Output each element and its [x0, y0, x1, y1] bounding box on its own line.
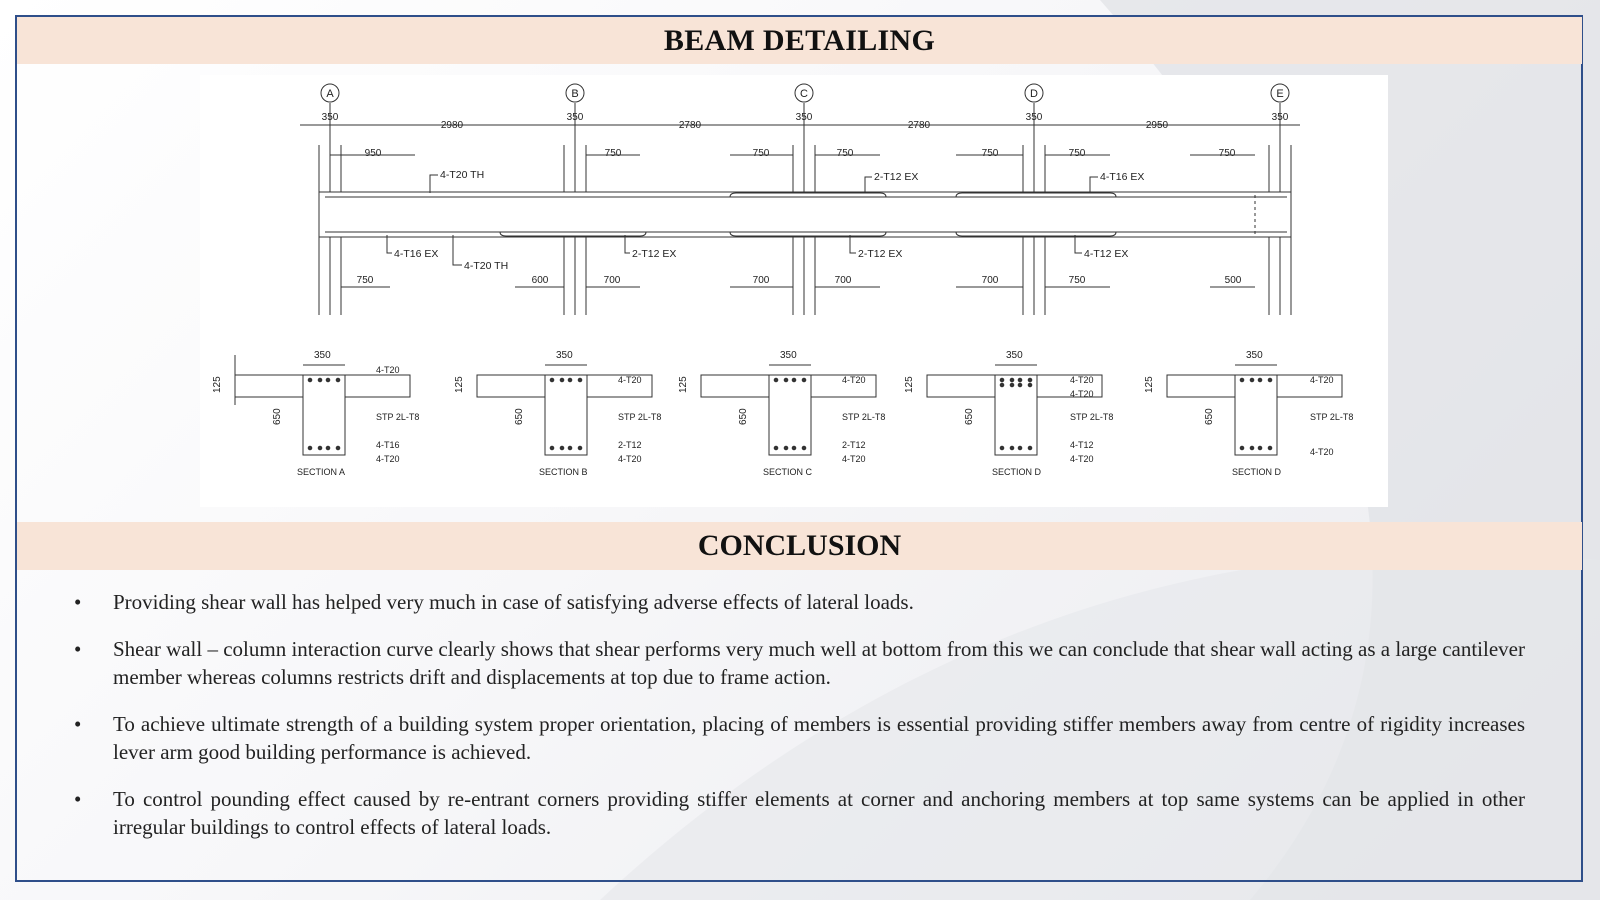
section-label: STP 2L-T8 — [1070, 412, 1113, 422]
dim-bottom-ext: 700 — [982, 275, 999, 286]
conclusion-item-text: To control pounding effect caused by re-… — [113, 787, 1525, 839]
dim-top-ext: 750 — [982, 148, 999, 159]
dim-span-cd: 2780 — [908, 120, 931, 131]
section-title: SECTION C — [763, 467, 813, 477]
section-label: 2-T12 — [842, 440, 866, 450]
conclusion-item-text: Shear wall – column interaction curve cl… — [113, 637, 1525, 689]
dim-bottom-ext: 750 — [357, 275, 374, 286]
dim-span-bc: 2780 — [679, 120, 702, 131]
section-dim-depth: 650 — [514, 408, 525, 425]
dim-bottom-ext: 500 — [1225, 275, 1242, 286]
section-dim-depth: 650 — [272, 408, 283, 425]
bar-label-top: 4-T20 TH — [440, 169, 484, 181]
section-dim-width: 350 — [780, 350, 797, 361]
conclusion-item: • Providing shear wall has helped very m… — [70, 588, 1525, 616]
section-label: 4-T20 — [1070, 389, 1094, 399]
section-label: 4-T12 — [1070, 440, 1094, 450]
conclusion-item: • To control pounding effect caused by r… — [70, 785, 1525, 841]
bar-label-top: 2-T12 EX — [874, 171, 918, 183]
dim-top-ext: 750 — [1069, 148, 1086, 159]
section-title: SECTION B — [539, 467, 588, 477]
section-label: STP 2L-T8 — [376, 412, 419, 422]
section-label: 4-T20 — [1310, 375, 1334, 385]
bar-label-bottom: 2-T12 EX — [632, 248, 676, 260]
dim-top-ext: 750 — [753, 148, 770, 159]
section-label: 4-T20 — [1070, 454, 1094, 464]
dim-top-ext: 750 — [605, 148, 622, 159]
bullet-icon: • — [74, 787, 82, 811]
dim-top-ext: 750 — [1219, 148, 1236, 159]
section-label: 4-T20 — [1310, 447, 1334, 457]
dim-bottom-ext: 750 — [1069, 275, 1086, 286]
grid-label-e: E — [1276, 88, 1283, 100]
dim-bottom-ext: 700 — [604, 275, 621, 286]
slide-frame — [15, 15, 1583, 882]
section-dim-slab: 125 — [212, 376, 223, 393]
section-label: 4-T20 — [618, 454, 642, 464]
section-dim-slab: 125 — [678, 376, 689, 393]
conclusion-item: • Shear wall – column interaction curve … — [70, 635, 1525, 691]
section-label: 2-T12 — [618, 440, 642, 450]
bar-label-bottom: 4-T12 EX — [1084, 248, 1128, 260]
dim-bottom-ext: 700 — [835, 275, 852, 286]
section-dim-depth: 650 — [964, 408, 975, 425]
bullet-icon: • — [74, 637, 82, 661]
dim-bottom-ext: 700 — [753, 275, 770, 286]
bar-label-bottom: 2-T12 EX — [858, 248, 902, 260]
beam-detailing-drawing: A B C D E 350 350 350 350 350 2980 2780 … — [200, 75, 1388, 507]
conclusion-item: • To achieve ultimate strength of a buil… — [70, 710, 1525, 766]
grid-label-c: C — [800, 88, 808, 100]
section-title: SECTION D — [992, 467, 1042, 477]
grid-label-a: A — [326, 88, 334, 100]
section-dim-width: 350 — [1246, 350, 1263, 361]
section-dim-slab: 125 — [1144, 376, 1155, 393]
bar-label-bottom: 4-T16 EX — [394, 248, 438, 260]
section-label: 4-T20 — [842, 375, 866, 385]
section-label: 4-T20 — [376, 454, 400, 464]
section-label: 4-T20 — [376, 365, 400, 375]
grid-label-b: B — [571, 88, 578, 100]
section-label: 4-T20 — [842, 454, 866, 464]
dim-column-a: 350 — [322, 112, 339, 123]
section-dim-width: 350 — [314, 350, 331, 361]
section-label: 4-T16 — [376, 440, 400, 450]
conclusion-item-text: To achieve ultimate strength of a buildi… — [113, 712, 1525, 764]
section-title: SECTION D — [1232, 467, 1282, 477]
dim-bottom-ext: 600 — [532, 275, 549, 286]
conclusion-heading: CONCLUSION — [17, 522, 1582, 570]
section-label: 4-T20 — [1070, 375, 1094, 385]
dim-column-b: 350 — [567, 112, 584, 123]
section-dim-depth: 650 — [1204, 408, 1215, 425]
section-label: STP 2L-T8 — [842, 412, 885, 422]
section-title: SECTION A — [297, 467, 345, 477]
section-label: STP 2L-T8 — [618, 412, 661, 422]
bar-label-bottom: 4-T20 TH — [464, 260, 508, 272]
bullet-icon: • — [74, 712, 82, 736]
dim-column-e: 350 — [1272, 112, 1289, 123]
bullet-icon: • — [74, 590, 82, 614]
section-label: 4-T20 — [618, 375, 642, 385]
conclusion-item-text: Providing shear wall has helped very muc… — [113, 590, 914, 614]
dim-column-d: 350 — [1026, 112, 1043, 123]
bar-label-top: 4-T16 EX — [1100, 171, 1144, 183]
conclusion-list: • Providing shear wall has helped very m… — [70, 588, 1525, 860]
section-label: STP 2L-T8 — [1310, 412, 1353, 422]
dim-span-de: 2950 — [1146, 120, 1169, 131]
dim-span-ab: 2980 — [441, 120, 464, 131]
beam-detailing-heading: BEAM DETAILING — [17, 17, 1582, 64]
dim-column-c: 350 — [796, 112, 813, 123]
dim-top-ext: 750 — [837, 148, 854, 159]
section-dim-width: 350 — [556, 350, 573, 361]
grid-label-d: D — [1030, 88, 1038, 100]
section-dim-slab: 125 — [904, 376, 915, 393]
section-dim-depth: 650 — [738, 408, 749, 425]
section-dim-slab: 125 — [454, 376, 465, 393]
dim-top-ext: 950 — [365, 148, 382, 159]
section-dim-width: 350 — [1006, 350, 1023, 361]
